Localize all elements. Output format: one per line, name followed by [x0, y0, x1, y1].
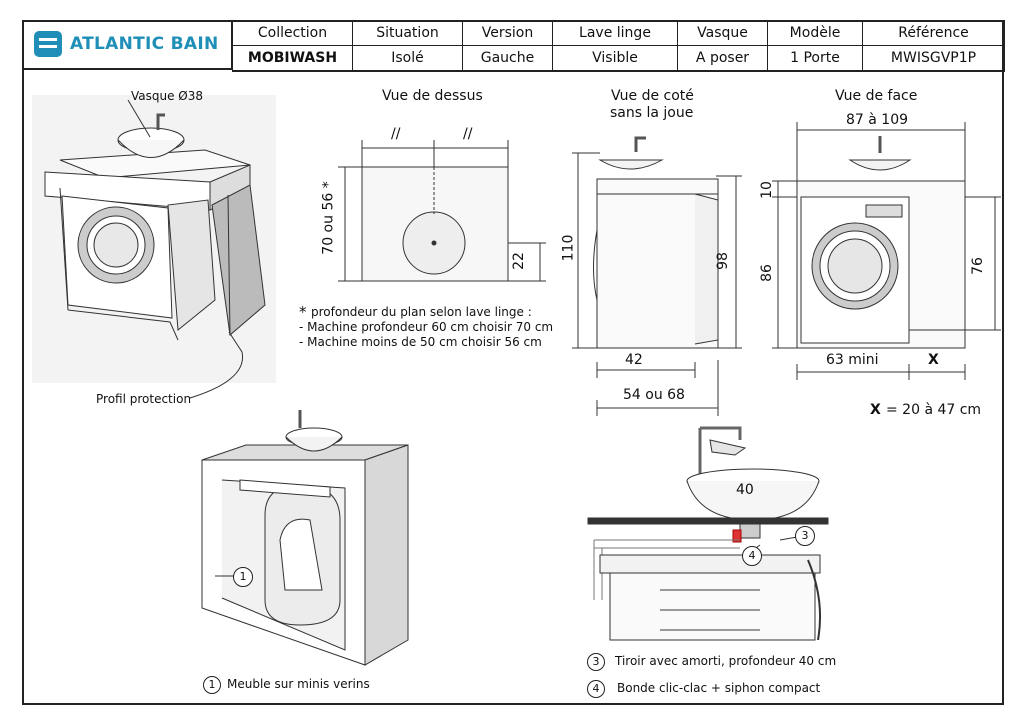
x-legend-text: = 20 à 47 cm — [886, 402, 982, 418]
spec-header-reference: Référence — [862, 20, 1005, 46]
depth-note-star: * — [299, 303, 307, 321]
callout-marker-1: 1 — [233, 567, 253, 587]
profil-protection-label: Profil protection — [96, 392, 192, 406]
top-view-mark-left: // — [391, 126, 401, 142]
brand-logo-icon — [34, 31, 62, 57]
depth-note-title: profondeur du plan selon lave linge : — [311, 305, 532, 319]
top-view-drawing — [338, 140, 546, 282]
side-inner-depth-dim: 42 — [625, 352, 643, 368]
depth-note-line1: - Machine profondeur 60 cm choisir 70 cm — [299, 320, 554, 334]
top-view-offset-dim: 22 — [510, 252, 527, 270]
spec-value-lave-linge: Visible — [552, 45, 678, 72]
side-view-title-line1: Vue de coté — [611, 88, 694, 104]
plumbing-detail-illustration — [587, 426, 829, 641]
front-view-title: Vue de face — [835, 88, 918, 104]
brand-logo: ATLANTIC BAIN — [22, 20, 232, 70]
spec-value-vasque: A poser — [677, 45, 768, 72]
basin-diameter-dim: 40 — [736, 482, 754, 498]
front-top-dim: 10 — [758, 181, 775, 199]
spec-value-reference: MWISGVP1P — [862, 45, 1005, 72]
side-height-dim: 110 — [560, 234, 577, 262]
spec-table: Collection Situation Version Lave linge … — [232, 20, 1005, 72]
spec-value-collection: MOBIWASH — [232, 45, 353, 72]
spec-value-version: Gauche — [462, 45, 553, 72]
spec-value-row: MOBIWASH Isolé Gauche Visible A poser 1 … — [232, 45, 1005, 72]
spec-value-modele: 1 Porte — [767, 45, 863, 72]
legend-num-1: 1 — [203, 676, 221, 694]
depth-note-line2: - Machine moins de 50 cm choisir 56 cm — [299, 335, 542, 349]
top-view-depth-dim: 70 ou 56 * — [320, 181, 337, 255]
perspective-cabinet-illustration — [32, 95, 276, 399]
front-view-drawing — [772, 122, 1001, 380]
legend-num-4: 4 — [587, 680, 605, 698]
spec-header-row: Collection Situation Version Lave linge … — [232, 20, 1005, 46]
spec-header-lave-linge: Lave linge — [552, 20, 678, 46]
side-view-title-line2: sans la joue — [610, 105, 694, 121]
brand-name: ATLANTIC BAIN — [70, 34, 219, 54]
side-depth-dim: 54 ou 68 — [623, 387, 685, 403]
x-legend-letter: X — [870, 402, 881, 418]
spec-header-collection: Collection — [232, 20, 353, 46]
legend-text-4: Bonde clic-clac + siphon compact — [617, 681, 821, 695]
front-min-width-dim: 63 mini — [826, 352, 879, 368]
top-view-mark-right: // — [463, 126, 473, 142]
front-width-dim: 87 à 109 — [846, 112, 909, 128]
front-machine-height-dim: 76 — [969, 257, 986, 275]
legend-text-1: Meuble sur minis verins — [227, 677, 370, 691]
spec-value-situation: Isolé — [352, 45, 463, 72]
spec-header-vasque: Vasque — [677, 20, 768, 46]
callout-marker-4: 4 — [742, 546, 762, 566]
open-cabinet-illustration — [201, 410, 409, 666]
callout-marker-3: 3 — [795, 526, 815, 546]
side-machine-height-dim: 98 — [714, 252, 731, 270]
legend-text-3: Tiroir avec amorti, profondeur 40 cm — [615, 654, 837, 668]
legend-num-3: 3 — [587, 653, 605, 671]
spec-header-version: Version — [462, 20, 553, 46]
front-x-dim: X — [928, 352, 939, 368]
front-height-dim: 86 — [758, 264, 775, 282]
vasque-label: Vasque Ø38 — [131, 89, 204, 103]
side-view-drawing — [572, 136, 742, 416]
top-view-title: Vue de dessus — [382, 88, 483, 104]
